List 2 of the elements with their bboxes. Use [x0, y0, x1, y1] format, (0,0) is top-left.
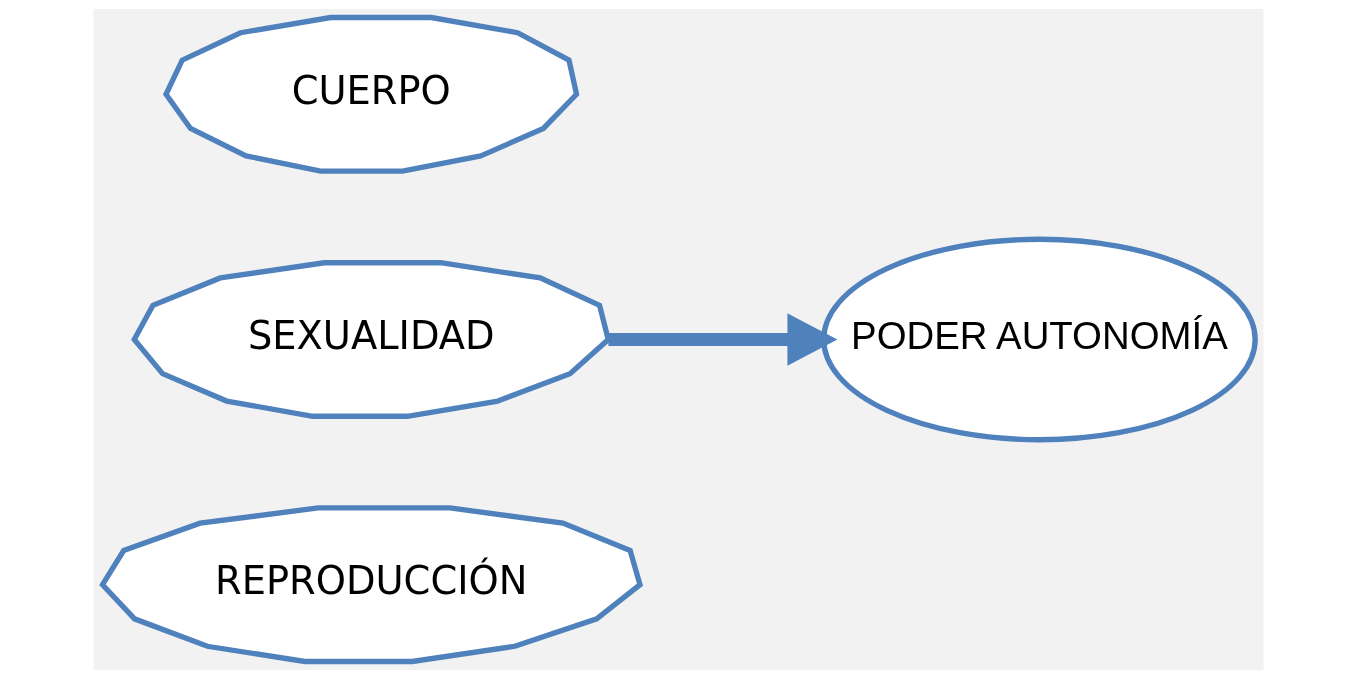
node-ellipse: PODER AUTONOMÍA: [821, 236, 1258, 442]
arrow: [608, 312, 838, 366]
